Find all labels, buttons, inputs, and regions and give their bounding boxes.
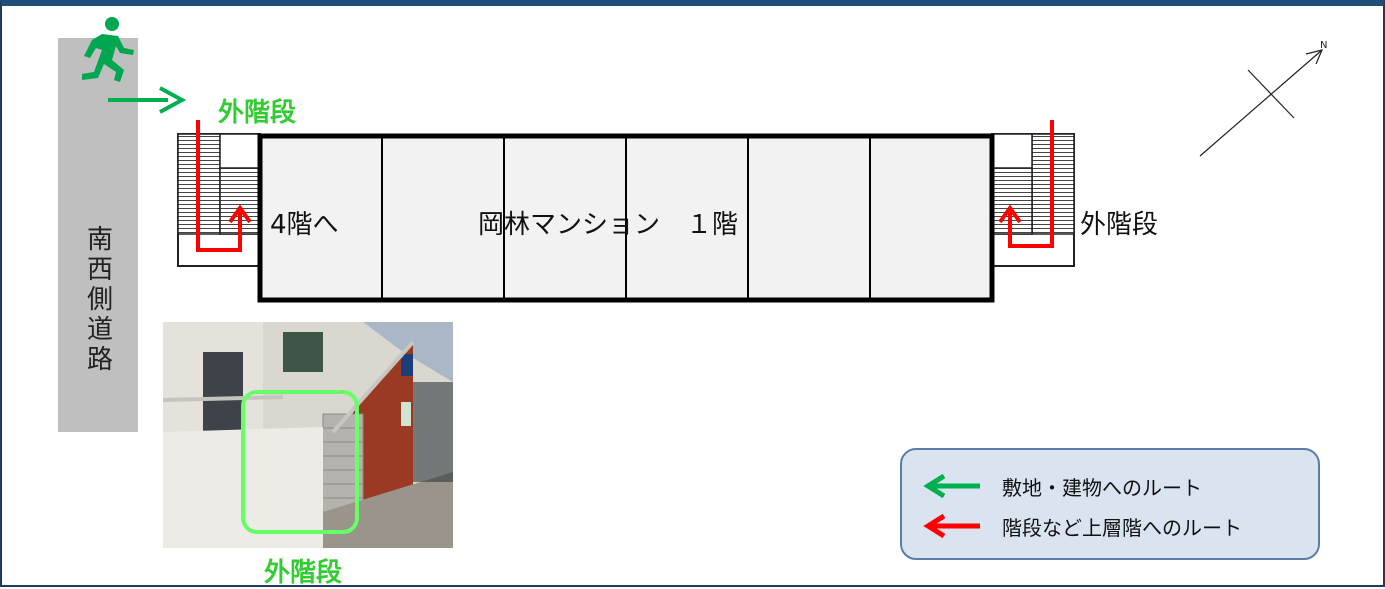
- road-label: 南西側道路: [82, 225, 113, 375]
- left-stairs: [177, 133, 261, 267]
- ext-stairs-label-top: 外階段: [218, 98, 297, 128]
- upper-route-right: [998, 120, 1054, 248]
- running-person-exit-icon: [82, 17, 134, 82]
- legend-item-site-route: 敷地・建物へのルート: [922, 466, 1202, 506]
- stairs-photo: [163, 322, 453, 548]
- ext-stairs-label-right: 外階段: [1080, 210, 1159, 240]
- green-arrow-icon: [923, 474, 980, 498]
- road: [58, 38, 138, 432]
- legend-label: 階段など上層階へのルート: [1002, 515, 1242, 540]
- site-route-arrow: [108, 86, 187, 114]
- north-compass-icon: N: [1199, 40, 1327, 157]
- ext-stairs-label-photo: 外階段: [264, 558, 343, 588]
- legend: 敷地・建物へのルート 階段など上層階へのルート: [900, 448, 1320, 560]
- svg-text:N: N: [1320, 40, 1327, 51]
- legend-label: 敷地・建物へのルート: [1002, 475, 1202, 500]
- to-4f-label: 4階へ: [270, 210, 339, 240]
- building-outline: [257, 133, 995, 303]
- upper-route-left: [196, 120, 252, 252]
- building-label: 岡林マンション １階: [478, 210, 739, 240]
- legend-item-upper-route: 階段など上層階へのルート: [922, 506, 1242, 546]
- red-arrow-icon: [923, 514, 980, 538]
